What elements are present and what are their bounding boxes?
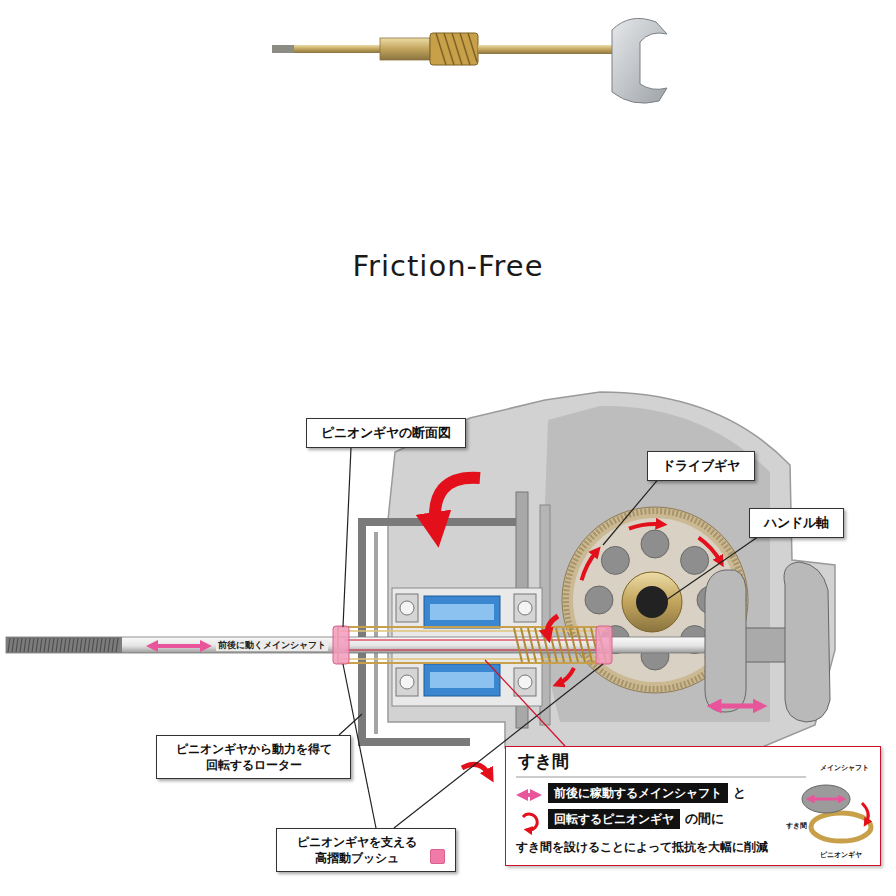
bearing-assembly (514, 594, 536, 622)
callout-graphic (522, 793, 536, 797)
rotation-arrows (629, 524, 662, 529)
bushings (333, 626, 612, 664)
callout-graphic (516, 777, 806, 778)
main-shaft (6, 637, 822, 653)
bushing-swatch (430, 849, 445, 864)
callout-graphic (523, 814, 537, 830)
rotor-frame (362, 492, 550, 742)
motion-arrows (462, 764, 490, 776)
bearing-assembly (400, 601, 414, 615)
oscillation-slider (784, 562, 830, 722)
motion-arrows (547, 616, 558, 636)
label-box: ドライブギヤ (647, 451, 755, 481)
main-shaft (8, 638, 118, 652)
label-text: ピニオンギヤの断面図 (321, 424, 451, 442)
bearing-assembly (430, 604, 494, 620)
pinion-shaft-photo (294, 45, 382, 53)
main-shaft (6, 637, 822, 653)
pinion-shaft-photo (478, 45, 616, 54)
callout-text: の間に (685, 810, 724, 828)
label-box: ピニオンギヤの断面図 (306, 418, 466, 448)
label-text: 回転するピニオンギヤ (554, 811, 674, 827)
main-shaft (6, 637, 122, 653)
pinion-shaft-photo (436, 33, 477, 65)
leader-lines (339, 714, 362, 735)
callout-text: すき間を設けることによって抵抗を大幅に削減 (516, 839, 768, 855)
callout-graphic (802, 785, 850, 813)
bushings (333, 626, 349, 664)
bearing-assembly (424, 596, 500, 628)
pinion-shaft-photo (612, 18, 667, 103)
leader-lines (485, 660, 565, 746)
label-box: ピニオンギヤから動力を得て 回転するローター (156, 735, 351, 779)
label-text: ピニオンギヤから動力を得て 回転するローター (171, 741, 336, 773)
callout-graphic (811, 813, 871, 841)
reel-body (540, 406, 770, 722)
handle-shaft (622, 572, 682, 632)
bearing-assembly (396, 668, 418, 696)
label-box: ハンドル軸 (749, 508, 844, 538)
highlight-tag: 回転するピニオンギヤ (548, 809, 680, 829)
bearing-assembly (514, 668, 536, 696)
motion-arrows (152, 644, 206, 648)
pinion-shaft-photo (430, 33, 478, 65)
leader-lines (662, 538, 757, 603)
bearing-assembly (396, 594, 418, 622)
inset-label: ピニオンギヤ (818, 851, 864, 859)
callout-graphic (862, 803, 868, 823)
pinion-shaft-photo (272, 45, 294, 53)
handle-shaft (622, 572, 682, 632)
inset-label: メインシャフト (818, 764, 871, 772)
leader-lines (603, 481, 657, 545)
oscillation-slider (705, 570, 746, 712)
gear-holes (681, 546, 709, 574)
oscillation-slider (705, 562, 830, 722)
callout-heading: すき間 (518, 750, 569, 773)
bearing-assembly (518, 675, 532, 689)
oscillation-slider (745, 628, 787, 662)
rotation-arrows (582, 551, 597, 580)
label-box: ピニオンギヤを支える 高摺動ブッシュ (276, 828, 456, 872)
rotation-arrows (699, 538, 721, 562)
bearing-assembly (430, 672, 494, 688)
bearing-assembly (518, 601, 532, 615)
motion-arrows (558, 668, 574, 684)
bearing-assembly (400, 675, 414, 689)
pinion-gear (514, 628, 606, 662)
pinion-shaft-photo (380, 38, 430, 60)
label-text: ハンドル軸 (764, 514, 829, 532)
label-text: ドライブギヤ (662, 457, 740, 475)
bushings (596, 626, 612, 664)
gear-holes (601, 546, 629, 574)
leader-lines (343, 448, 351, 627)
motion-arrows (152, 478, 760, 776)
gear-holes (641, 530, 669, 558)
bearing-assembly (424, 664, 500, 696)
callout-text: と (733, 784, 746, 802)
highlight-tag: 前後に稼動するメインシャフト (548, 783, 728, 803)
pinion-shaft-photo (272, 18, 667, 103)
gear-holes (585, 586, 613, 614)
pinion-gear (338, 627, 610, 663)
part-label: 前後に動くメインシャフト (216, 640, 328, 651)
inset-label: すき間 (784, 822, 809, 830)
label-text: ピニオンギヤを支える 高摺動ブッシュ (291, 834, 423, 866)
label-text: 前後に稼動するメインシャフト (554, 785, 722, 801)
pinion-gear (338, 627, 610, 663)
callout-graphic (810, 798, 842, 801)
diagram-title: Friction-Free (0, 248, 896, 286)
rotor-frame (374, 532, 378, 734)
motion-arrows (435, 478, 480, 530)
motion-arrows (714, 704, 760, 709)
